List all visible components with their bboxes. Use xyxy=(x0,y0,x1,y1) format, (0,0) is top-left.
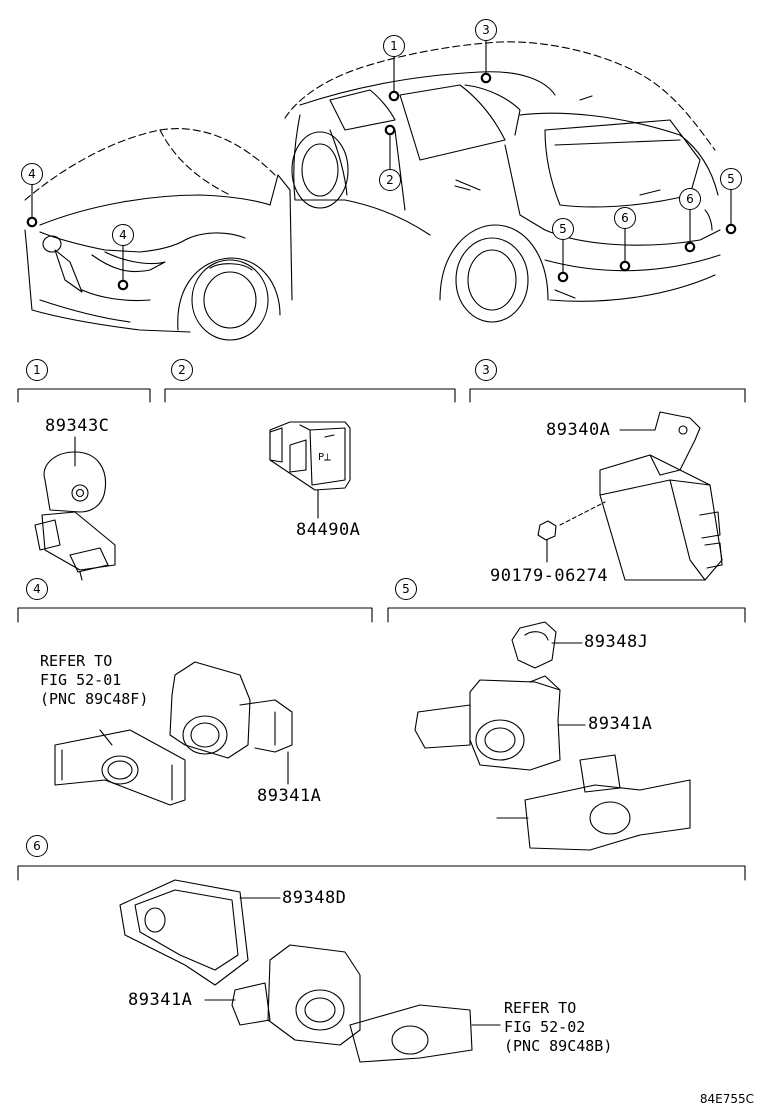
ref1-line3: (PNC 89C48F) xyxy=(40,690,149,708)
diagram-code: 84E755C xyxy=(699,1092,754,1106)
callout-5-rear-right: 5 xyxy=(720,168,742,190)
ref1-line1: REFER TO xyxy=(40,652,113,670)
callout-4-front-left: 4 xyxy=(21,163,43,185)
callout-leaders xyxy=(32,41,731,281)
callout-5-rear-left: 5 xyxy=(552,218,574,240)
callout-6-rear-right: 6 xyxy=(679,188,701,210)
marker-5b xyxy=(727,225,735,233)
part-number-89343C[interactable]: 89343C xyxy=(45,416,110,436)
part-number-84490A[interactable]: 84490A xyxy=(296,520,361,540)
section-3-label: 3 xyxy=(475,359,497,381)
callout-1-top: 1 xyxy=(383,35,405,57)
part-number-89340A[interactable]: 89340A xyxy=(546,420,611,440)
section-1-label: 1 xyxy=(26,359,48,381)
section-4-label: 4 xyxy=(26,578,48,600)
part-number-89341A-section4[interactable]: 89341A xyxy=(257,786,322,806)
part-89343C-drawing xyxy=(35,437,115,580)
part-89341A-section4-drawing xyxy=(55,662,292,805)
part-84490A-drawing xyxy=(270,422,350,518)
section-5-label: 5 xyxy=(395,578,417,600)
callout-6-rear-left: 6 xyxy=(614,207,636,229)
part-89341A-section5-drawing xyxy=(415,622,690,850)
marker-2 xyxy=(386,126,394,134)
section-brackets xyxy=(18,389,745,880)
ref2-line2: FIG 52-02 xyxy=(504,1018,586,1036)
marker-4b xyxy=(119,281,127,289)
section-2-label: 2 xyxy=(171,359,193,381)
marker-1 xyxy=(390,92,398,100)
rear-car-view xyxy=(285,42,720,322)
switch-face-label: P⟂ xyxy=(318,452,331,463)
ref2-line1: REFER TO xyxy=(504,999,577,1017)
callout-4-front-mid: 4 xyxy=(112,224,134,246)
ref1-line2: FIG 52-01 xyxy=(40,671,122,689)
part-number-89341A-section5[interactable]: 89341A xyxy=(588,714,653,734)
front-car-view xyxy=(25,129,292,340)
part-number-90179-06274[interactable]: 90179-06274 xyxy=(490,566,609,586)
marker-3 xyxy=(482,74,490,82)
marker-6b xyxy=(686,243,694,251)
marker-6a xyxy=(621,262,629,270)
part-89341A-section6-drawing xyxy=(120,880,500,1062)
ref2-line3: (PNC 89C48B) xyxy=(504,1037,613,1055)
part-number-89348J[interactable]: 89348J xyxy=(584,632,649,652)
reference-note-fig-52-02[interactable]: REFER TO FIG 52-02 (PNC 89C48B) xyxy=(504,999,612,1056)
part-89340A-drawing xyxy=(538,412,722,580)
part-number-89341A-section6[interactable]: 89341A xyxy=(128,990,193,1010)
callout-2-top: 2 xyxy=(379,169,401,191)
marker-4a xyxy=(28,218,36,226)
callout-3-top: 3 xyxy=(475,19,497,41)
section-6-label: 6 xyxy=(26,835,48,857)
marker-5a xyxy=(559,273,567,281)
part-number-89348D[interactable]: 89348D xyxy=(282,888,347,908)
reference-note-fig-52-01[interactable]: REFER TO FIG 52-01 (PNC 89C48F) xyxy=(40,652,148,709)
